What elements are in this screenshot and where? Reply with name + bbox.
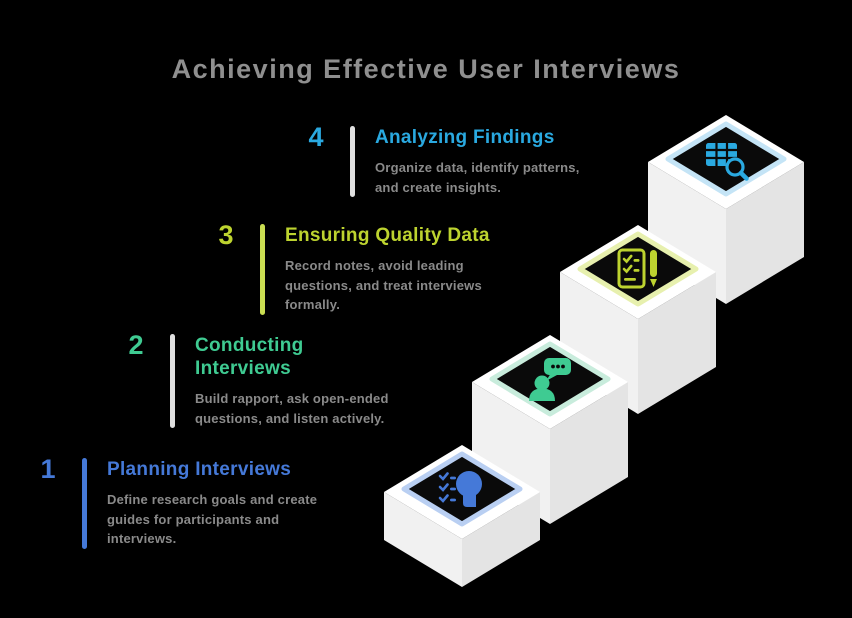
step-3-block: 3 Ensuring Quality Data Record notes, av…: [206, 220, 521, 315]
person-chat-icon: [529, 358, 571, 401]
step-platform-top: [560, 225, 716, 319]
step-1-tile: [401, 451, 523, 527]
step-4-block: 4 Analyzing Findings Organize data, iden…: [296, 122, 587, 198]
step-description: Organize data, identify patterns, and cr…: [375, 160, 580, 195]
step-platform-left-face: [472, 382, 550, 524]
step-description: Build rapport, ask open-ended questions,…: [195, 391, 389, 426]
step-accent-bar: [260, 224, 265, 315]
step-accent-bar: [350, 126, 355, 198]
step-number: 2: [128, 330, 144, 360]
step-number: 1: [40, 454, 56, 484]
step-3-tile: [577, 231, 699, 307]
step-platform-right-face: [462, 492, 540, 587]
step-text: Conducting Interviews Build rapport, ask…: [195, 334, 407, 428]
step-title: Planning Interviews: [107, 459, 292, 480]
step-2-block: 2 Conducting Interviews Build rapport, a…: [116, 330, 407, 429]
step-platform-top: [472, 335, 628, 429]
planning-head-checklist-icon: [438, 471, 482, 507]
step-accent-bar: [170, 334, 175, 429]
table-search-icon: [706, 143, 749, 181]
step-description: Define research goals and create guides …: [107, 492, 318, 547]
step-platform-top: [648, 115, 804, 209]
step-number: 3: [218, 220, 234, 250]
step-platform-left-face: [384, 492, 462, 587]
step-description: Record notes, avoid leading questions, a…: [285, 258, 482, 313]
step-platform-top: [384, 445, 540, 539]
step-4-tile: [665, 121, 787, 197]
step-number: 4: [308, 122, 324, 152]
step-text: Analyzing Findings Organize data, identi…: [375, 126, 587, 197]
infographic-title: Achieving Effective User Interviews: [171, 54, 681, 84]
step-1-block: 1 Planning Interviews Define research go…: [28, 454, 331, 549]
step-platform-right-face: [638, 272, 716, 414]
step-platform-left-face: [560, 272, 638, 414]
step-2-tile: [489, 341, 611, 417]
step-text: Ensuring Quality Data Record notes, avoi…: [285, 224, 521, 315]
step-platform-right-face: [550, 382, 628, 524]
step-title: Conducting Interviews: [195, 335, 304, 380]
step-title: Ensuring Quality Data: [285, 225, 490, 246]
step-platform-right-face: [726, 162, 804, 304]
step-title: Analyzing Findings: [375, 127, 555, 148]
checklist-pen-icon: [617, 248, 657, 289]
step-accent-bar: [82, 458, 87, 549]
step-text: Planning Interviews Define research goal…: [107, 458, 331, 549]
step-platform-left-face: [648, 162, 726, 304]
